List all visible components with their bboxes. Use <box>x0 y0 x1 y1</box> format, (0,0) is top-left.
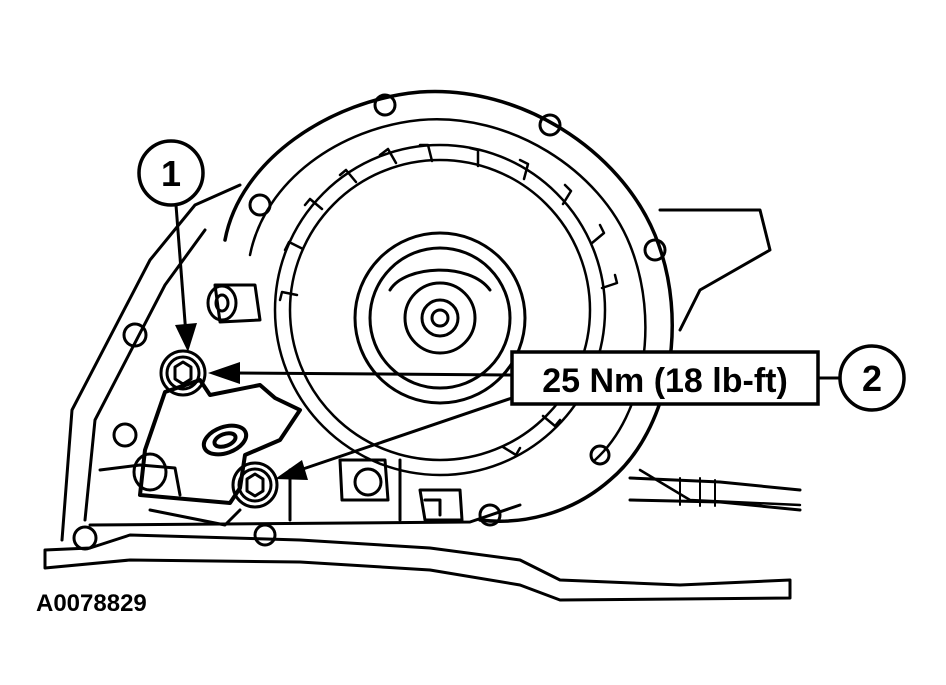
callout-1-arrowhead <box>175 323 197 352</box>
torque-spec-box <box>510 350 820 406</box>
figure-code: A0078829 <box>36 590 147 617</box>
torque-spec-text: 25 Nm (18 lb-ft) <box>542 362 788 400</box>
callout-2-leader-upper <box>234 371 513 377</box>
callout-2-arrowhead-upper <box>208 362 240 384</box>
callout-1-circle <box>137 139 205 207</box>
callout-2: 25 Nm (18 lb-ft) 2 <box>208 344 906 480</box>
valve-body-details <box>98 452 464 527</box>
bolt-lower <box>231 461 279 509</box>
callout-1-label: 1 <box>161 153 181 194</box>
pump-housing <box>223 89 802 523</box>
housing-bolt-holes <box>72 93 667 551</box>
detent-lever-pin <box>206 283 262 324</box>
callout-2-label: 2 <box>862 358 882 399</box>
detent-spring <box>138 378 302 505</box>
callout-2-arrowhead-lower <box>275 460 308 480</box>
splined-ring <box>273 143 619 477</box>
callout-2-leader-lower <box>299 396 513 472</box>
callout-1: 1 <box>137 139 205 352</box>
bolt-upper <box>159 349 207 397</box>
callout-2-circle <box>838 344 906 412</box>
center-hub <box>353 231 527 405</box>
callout-1-leader <box>174 204 188 336</box>
